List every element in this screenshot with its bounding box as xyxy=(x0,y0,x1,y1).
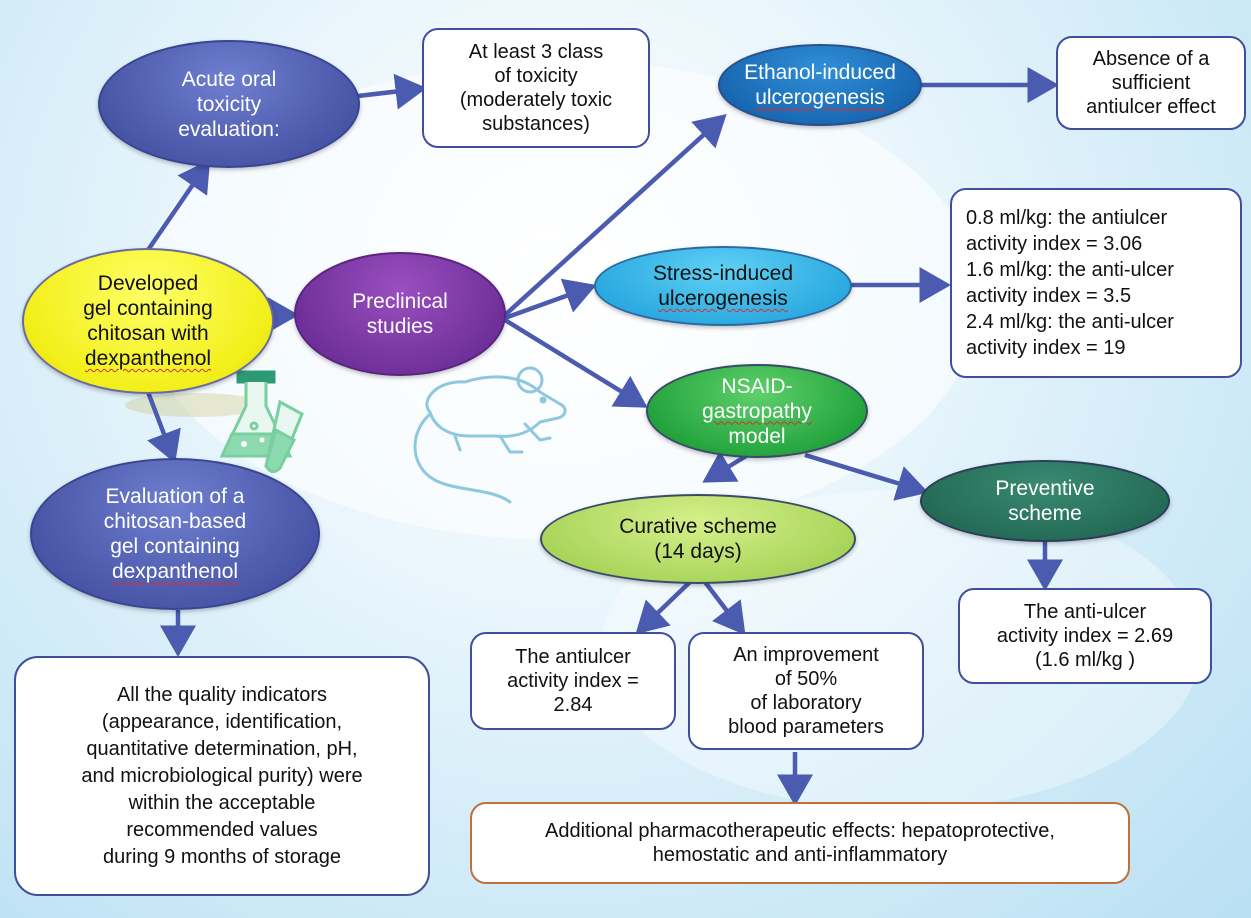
preventive-result-line: The anti-ulcer xyxy=(1023,601,1147,623)
acute-oral-toxicity-node: Acute oral toxicity evaluation: xyxy=(98,40,360,168)
toxicity-class-box: At least 3 class of toxicity (moderately… xyxy=(422,28,650,148)
curative-index-line: activity index = xyxy=(507,670,639,692)
stress-induced-node: Stress-induced ulcerogenesis xyxy=(594,246,852,326)
arrow-gel-to-acute xyxy=(146,159,211,252)
additional-effects-box: Additional pharmacotherapeutic effects: … xyxy=(470,802,1130,884)
mouse-icon xyxy=(413,366,567,504)
evaluation-node: Evaluation of a chitosan-based gel conta… xyxy=(30,458,320,610)
preventive-line: scheme xyxy=(1008,502,1082,525)
absence-line: Absence of a xyxy=(1092,48,1210,70)
acute-oral-line: toxicity xyxy=(196,92,262,116)
stress-line: ulcerogenesis xyxy=(658,287,788,310)
stress-result-line: activity index = 3.06 xyxy=(966,233,1143,255)
curative-index-line: The antiulcer xyxy=(515,646,631,668)
curative-scheme-node: Curative scheme (14 days) xyxy=(540,494,856,584)
preventive-result-line: activity index = 2.69 xyxy=(996,625,1174,647)
ethanol-line: Ethanol-induced xyxy=(744,61,896,84)
arrow-curative-to-index xyxy=(635,580,692,635)
acute-oral-line: Acute oral xyxy=(181,67,277,91)
additional-line: hemostatic and anti-inflammatory xyxy=(652,844,948,866)
absence-effect-box: Absence of a sufficient antiulcer effect xyxy=(1056,36,1246,130)
evaluation-line: Evaluation of a xyxy=(105,485,245,508)
curative-line: (14 days) xyxy=(654,540,742,563)
stress-result-line: activity index = 19 xyxy=(966,337,1126,359)
quality-line: All the quality indicators xyxy=(116,683,328,706)
stress-result-line: 0.8 ml/kg: the antiulcer xyxy=(966,207,1168,229)
preventive-result-box: The anti-ulcer activity index = 2.69 (1.… xyxy=(958,588,1212,684)
quality-line: and microbiological purity) were xyxy=(81,764,363,787)
developed-gel-node: Developed gel containing chitosan with d… xyxy=(22,248,274,394)
improvement-line: of laboratory xyxy=(750,692,862,714)
developed-gel-line: Developed xyxy=(97,272,199,295)
curative-index-box: The antiulcer activity index = 2.84 xyxy=(470,632,676,730)
arrow-nsaid-to-preventive xyxy=(804,452,929,501)
stress-line: Stress-induced xyxy=(652,262,794,285)
toxicity-line: substances) xyxy=(482,113,590,135)
additional-line: Additional pharmacotherapeutic effects: … xyxy=(545,820,1055,842)
nsaid-line: gastropathy xyxy=(702,399,812,423)
quality-line: during 9 months of storage xyxy=(103,845,341,868)
curative-index-line: 2.84 xyxy=(553,694,593,716)
absence-line: sufficient xyxy=(1111,72,1191,94)
evaluation-line: dexpanthenol xyxy=(111,560,239,583)
arrow-preclinical-to-nsaid xyxy=(503,318,648,408)
quality-line: within the acceptable xyxy=(128,791,316,814)
stress-result-line: activity index = 3.5 xyxy=(966,285,1132,307)
quality-line: recommended values xyxy=(126,818,318,841)
quality-indicators-box: All the quality indicators (appearance, … xyxy=(14,656,430,896)
preventive-result-line: (1.6 ml/kg ) xyxy=(1034,649,1136,671)
stress-results-box: 0.8 ml/kg: the antiulcer activity index … xyxy=(950,188,1242,378)
developed-gel-line: gel containing xyxy=(83,297,213,320)
improvement-line: blood parameters xyxy=(728,716,884,738)
stress-result-line: 1.6 ml/kg: the anti-ulcer xyxy=(966,259,1174,281)
developed-gel-line: chitosan with xyxy=(87,322,209,345)
quality-line: quantitative determination, pH, xyxy=(86,737,358,760)
test-tube-icon xyxy=(264,399,304,473)
ethanol-induced-node: Ethanol-induced ulcerogenesis xyxy=(718,44,922,126)
arrow-acute-to-toxicity xyxy=(357,73,427,110)
arrow-preclinical-to-ethanol xyxy=(503,113,727,317)
preclinical-line: studies xyxy=(366,315,434,338)
quality-line: (appearance, identification, xyxy=(101,710,343,733)
arrow-gel-to-evaluation xyxy=(145,391,181,464)
nsaid-gastropathy-node: NSAID- gastropathy model xyxy=(646,364,868,458)
improvement-line: An improvement xyxy=(733,644,879,666)
arrow-curative-to-improvement xyxy=(703,580,746,636)
preventive-scheme-node: Preventive scheme xyxy=(920,460,1170,542)
preclinical-studies-node: Preclinical studies xyxy=(294,252,506,376)
acute-oral-line: evaluation: xyxy=(178,117,280,141)
improvement-line: of 50% xyxy=(774,668,838,690)
toxicity-line: of toxicity xyxy=(494,65,578,87)
stress-result-line: 2.4 ml/kg: the anti-ulcer xyxy=(966,311,1174,333)
preventive-line: Preventive xyxy=(995,477,1095,500)
nsaid-line: model xyxy=(728,424,786,448)
toxicity-line: At least 3 class xyxy=(468,41,604,63)
flask-icon xyxy=(219,370,304,473)
preclinical-line: Preclinical xyxy=(352,290,448,313)
ethanol-line: ulcerogenesis xyxy=(755,86,885,109)
arrow-preclinical-to-stress xyxy=(504,278,597,321)
evaluation-line: chitosan-based xyxy=(103,510,247,533)
improvement-box: An improvement of 50% of laboratory bloo… xyxy=(688,632,924,750)
curative-line: Curative scheme xyxy=(619,515,777,538)
nsaid-line: NSAID- xyxy=(721,374,793,398)
absence-line: antiulcer effect xyxy=(1086,96,1216,118)
toxicity-line: (moderately toxic xyxy=(459,89,613,111)
developed-gel-line: dexpanthenol xyxy=(84,347,212,370)
evaluation-line: gel containing xyxy=(110,535,240,558)
